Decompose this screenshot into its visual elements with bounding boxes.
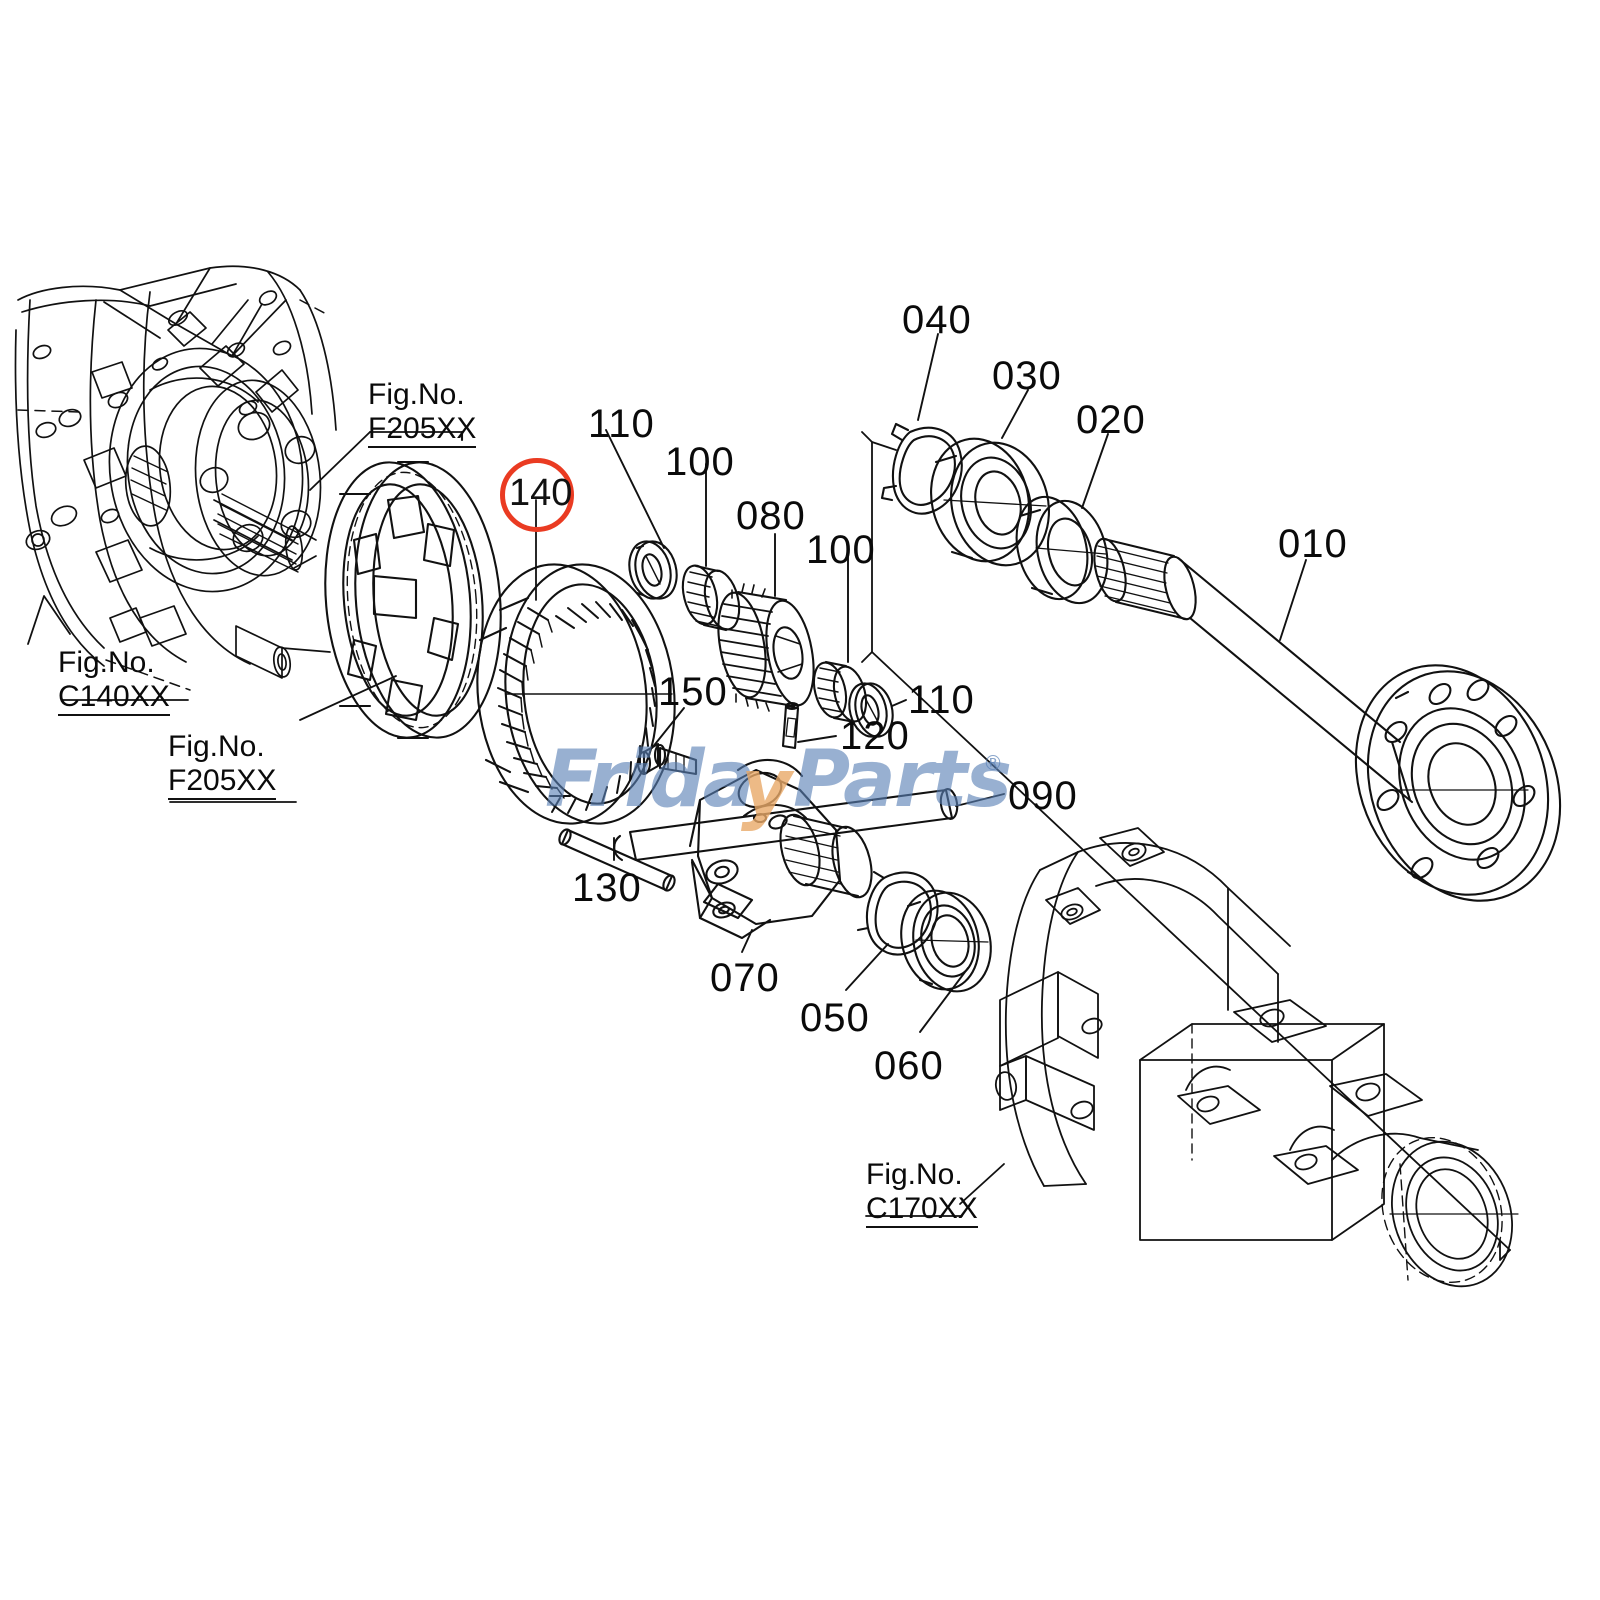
callout-090: 090 — [1008, 774, 1078, 818]
axle-shaft-010 — [1093, 537, 1562, 902]
needle-bearing-100a — [681, 564, 741, 632]
fig-ref-label-line1: Fig.No. — [58, 646, 155, 679]
callout-070: 070 — [710, 956, 780, 1000]
fig-ref-c170xx: Fig.No. C170XX — [866, 1158, 978, 1229]
callout-030: 030 — [992, 354, 1062, 398]
callout-080: 080 — [736, 494, 806, 538]
callout-110-right: 110 — [908, 678, 975, 722]
callout-130: 130 — [572, 866, 642, 910]
fig-ref-label-line2: F205XX — [368, 412, 477, 449]
ball-bearing-060 — [900, 889, 992, 993]
planet-gear-080 — [717, 583, 815, 712]
thrust-washer-110a — [628, 540, 678, 600]
callout-120: 120 — [840, 714, 910, 758]
callout-150: 150 — [658, 670, 728, 714]
fig-ref-label-line1: Fig.No. — [168, 730, 265, 763]
fig-ref-label-line2: C170XX — [866, 1192, 978, 1229]
fig-ref-label-line2: F205XX — [168, 764, 277, 801]
callout-110-left: 110 — [588, 402, 655, 446]
callout-050: 050 — [800, 996, 870, 1040]
oil-seal-020 — [1015, 495, 1109, 605]
carrier-plate-f205 — [169, 430, 502, 803]
left-housing-assembly — [14, 265, 337, 691]
group-bracket-frame — [861, 431, 1511, 1261]
callout-highlight-ring-140 — [500, 458, 574, 532]
ring-gear-140 — [476, 499, 676, 825]
fig-ref-label-line1: Fig.No. — [866, 1158, 963, 1191]
needle-bearing-100b — [812, 660, 868, 724]
roll-pin-120 — [781, 701, 800, 750]
spacer-sleeve-090 — [613, 788, 959, 862]
callout-100-left: 100 — [665, 440, 735, 484]
axle-housing-c170 — [994, 827, 1519, 1288]
fig-ref-f205xx-bottom: Fig.No. F205XX — [168, 730, 277, 801]
ball-bearing-030 — [930, 437, 1050, 567]
fig-ref-f205xx-top: Fig.No. F205XX — [368, 378, 477, 449]
callout-100-right: 100 — [806, 528, 876, 572]
callout-140: 140 — [509, 472, 573, 514]
planet-carrier-070 — [688, 758, 873, 940]
callout-060: 060 — [874, 1044, 944, 1088]
fig-ref-label-line2: C140XX — [58, 680, 170, 717]
callout-020: 020 — [1076, 398, 1146, 442]
callout-010: 010 — [1278, 522, 1348, 566]
snap-ring-050 — [856, 870, 939, 956]
callout-040: 040 — [902, 298, 972, 342]
fig-ref-c140xx: Fig.No. C140XX — [58, 646, 170, 717]
fig-ref-label-line1: Fig.No. — [368, 378, 465, 411]
